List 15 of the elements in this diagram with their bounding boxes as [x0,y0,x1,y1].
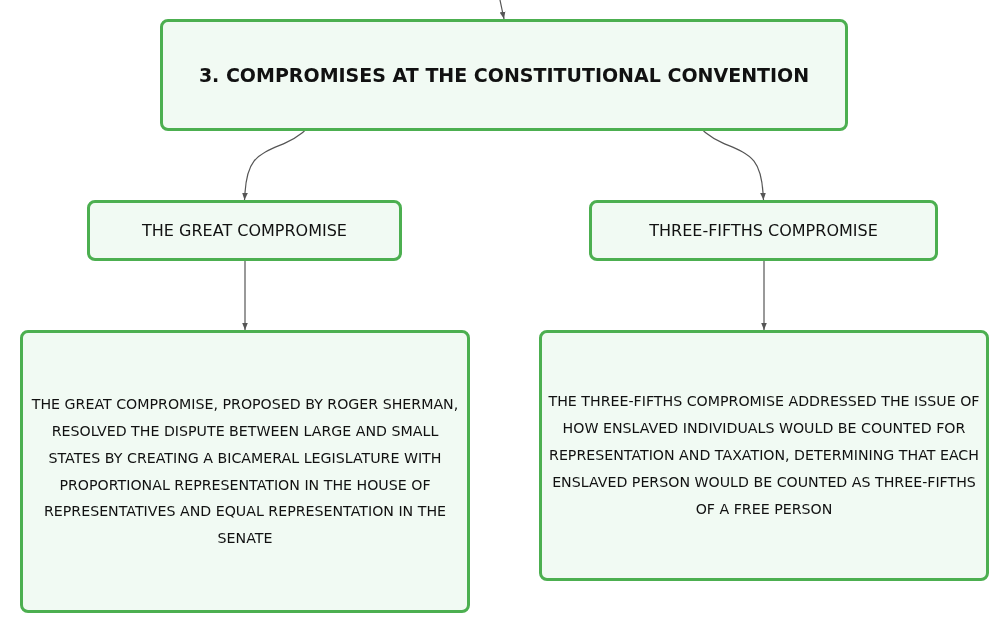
topic-label: THREE-FIFTHS COMPROMISE [649,220,878,241]
topic-box [87,200,402,261]
connector-arrow [242,130,306,201]
topic-box [539,330,989,581]
description-text: THE GREAT COMPROMISE, PROPOSED BY ROGER SHERMAN, RESOLVED THE DISPUTE BETWEEN LARGE AND SMALL STATES BY CREATING A BICAMERAL LEGISLATURE WITH PROPORTIONAL REPRESENTATION IN THE HOUSE OF REPRESENTATIVES AND EQUAL REPRESENTATION IN THE SENATE [30,394,460,549]
connector-arrow [702,130,766,201]
topic-box [589,200,938,261]
description-text: THE THREE-FIFTHS COMPROMISE ADDRESSED THE ISSUE OF HOW ENSLAVED INDIVIDUALS WOULD BE COUNTED FOR REPRESENTATION AND TAXATION, DETERMINING THAT EACH ENSLAVED PERSON WOULD BE COUNTED AS THREE-FIFTHS OF A FREE PERSON [548,392,980,519]
connector-arrow [761,260,767,331]
connector-arrow [242,260,248,331]
title-text: 3. COMPROMISES AT THE CONSTITUTIONAL CONVENTION [198,63,810,87]
connector-arrow [499,0,506,20]
topic-label: THE GREAT COMPROMISE [142,220,347,241]
topic-box [160,19,848,131]
topic-box [20,330,470,613]
